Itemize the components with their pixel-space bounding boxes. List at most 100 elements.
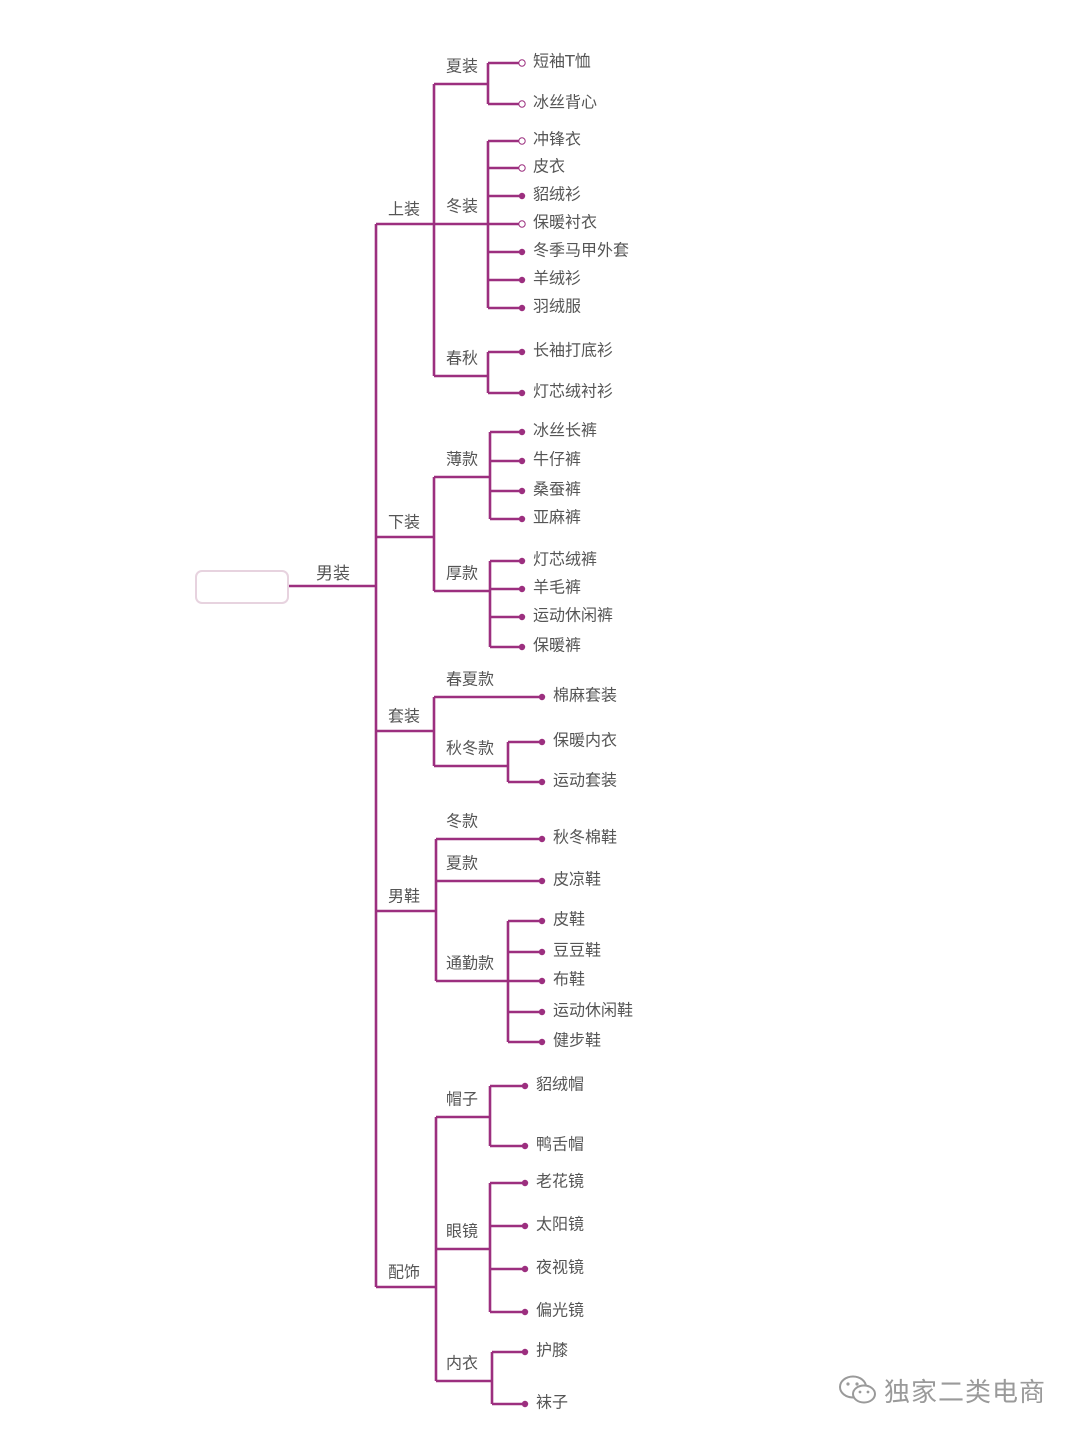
leaf-dot — [518, 164, 526, 172]
leaf-label: 牛仔裤 — [533, 450, 581, 469]
leaf-dot — [538, 835, 546, 843]
leaf-dot — [518, 59, 526, 67]
leaf-dot — [521, 1265, 529, 1273]
leaf-dot — [538, 778, 546, 786]
group-label: 内衣 — [446, 1354, 478, 1373]
leaf-label: 亚麻裤 — [533, 508, 581, 527]
leaf-label: 保暖衬衣 — [533, 213, 597, 232]
group-label: 冬款 — [446, 812, 478, 831]
leaf-label: 貂绒衫 — [533, 185, 581, 204]
group-label: 帽子 — [446, 1090, 478, 1109]
group-label: 秋冬款 — [446, 739, 494, 758]
leaf-label: 皮凉鞋 — [553, 870, 601, 889]
group-label: 薄款 — [446, 450, 478, 469]
leaf-dot — [518, 304, 526, 312]
leaf-dot — [538, 977, 546, 985]
leaf-dot — [518, 137, 526, 145]
leaf-label: 长袖打底衫 — [533, 341, 613, 360]
leaf-dot — [521, 1308, 529, 1316]
group-label: 春夏款 — [446, 670, 494, 689]
leaf-label: 冰丝长裤 — [533, 421, 597, 440]
leaf-dot — [521, 1400, 529, 1408]
leaf-label: 布鞋 — [553, 970, 585, 989]
leaf-dot — [521, 1082, 529, 1090]
leaf-dot — [518, 557, 526, 565]
root-node — [195, 570, 289, 604]
leaf-label: 秋冬棉鞋 — [553, 828, 617, 847]
leaf-dot — [518, 192, 526, 200]
wechat-icon — [839, 1375, 876, 1404]
group-label: 厚款 — [446, 564, 478, 583]
leaf-label: 护膝 — [536, 1341, 568, 1360]
group-label: 眼镜 — [446, 1222, 478, 1241]
leaf-label: 豆豆鞋 — [553, 941, 601, 960]
leaf-label: 夜视镜 — [536, 1258, 584, 1277]
leaf-dot — [538, 693, 546, 701]
leaf-label: 桑蚕裤 — [533, 480, 581, 499]
leaf-label: 短袖T恤 — [533, 52, 591, 71]
leaf-dot — [538, 1008, 546, 1016]
watermark: 独家二类电商 — [838, 1372, 1046, 1408]
category-label: 配饰 — [388, 1263, 420, 1282]
leaf-dot — [518, 348, 526, 356]
leaf-dot — [518, 487, 526, 495]
leaf-dot — [521, 1142, 529, 1150]
leaf-label: 运动休闲鞋 — [553, 1001, 633, 1020]
leaf-label: 羽绒服 — [533, 297, 581, 316]
leaf-label: 皮鞋 — [553, 910, 585, 929]
leaf-dot — [518, 248, 526, 256]
category-label: 套装 — [388, 707, 420, 726]
leaf-dot — [538, 1038, 546, 1046]
leaf-label: 羊绒衫 — [533, 269, 581, 288]
group-label: 夏装 — [446, 57, 478, 76]
leaf-label: 太阳镜 — [536, 1215, 584, 1234]
leaf-label: 健步鞋 — [553, 1031, 601, 1050]
level1-label: 男装 — [316, 564, 350, 584]
group-label: 通勤款 — [446, 954, 494, 973]
leaf-label: 冲锋衣 — [533, 130, 581, 149]
leaf-label: 貂绒帽 — [536, 1075, 584, 1094]
leaf-label: 保暖内衣 — [553, 731, 617, 750]
leaf-label: 运动套装 — [553, 771, 617, 790]
leaf-label: 冬季马甲外套 — [533, 241, 629, 260]
leaf-dot — [518, 515, 526, 523]
leaf-dot — [518, 389, 526, 397]
leaf-dot — [518, 457, 526, 465]
leaf-label: 鸭舌帽 — [536, 1135, 584, 1154]
connector-lines — [288, 61, 542, 1406]
leaf-dot — [518, 585, 526, 593]
leaf-label: 保暖裤 — [533, 636, 581, 655]
leaf-label: 羊毛裤 — [533, 578, 581, 597]
leaf-dot — [521, 1179, 529, 1187]
leaf-dot — [518, 613, 526, 621]
leaf-dot — [538, 948, 546, 956]
leaf-label: 运动休闲裤 — [533, 606, 613, 625]
leaf-label: 冰丝背心 — [533, 93, 597, 112]
leaf-dot — [538, 877, 546, 885]
leaf-dot — [518, 428, 526, 436]
group-label: 冬装 — [446, 197, 478, 216]
leaf-label: 皮衣 — [533, 157, 565, 176]
group-label: 春秋 — [446, 349, 478, 368]
leaf-dot — [518, 643, 526, 651]
leaf-dot — [518, 276, 526, 284]
leaf-dot — [518, 220, 526, 228]
category-label: 下装 — [388, 513, 420, 532]
leaf-label: 偏光镜 — [536, 1301, 584, 1320]
leaf-dot — [538, 738, 546, 746]
leaf-label: 灯芯绒衬衫 — [533, 382, 613, 401]
leaf-label: 棉麻套装 — [553, 686, 617, 705]
category-label: 上装 — [388, 200, 420, 219]
leaf-dot — [518, 100, 526, 108]
leaf-label: 袜子 — [536, 1393, 568, 1412]
leaf-dot — [521, 1222, 529, 1230]
group-label: 夏款 — [446, 854, 478, 873]
leaf-label: 灯芯绒裤 — [533, 550, 597, 569]
leaf-label: 老花镜 — [536, 1172, 584, 1191]
leaf-dot — [521, 1348, 529, 1356]
category-label: 男鞋 — [388, 887, 420, 906]
leaf-dot — [538, 917, 546, 925]
watermark-text: 独家二类电商 — [884, 1377, 1047, 1408]
